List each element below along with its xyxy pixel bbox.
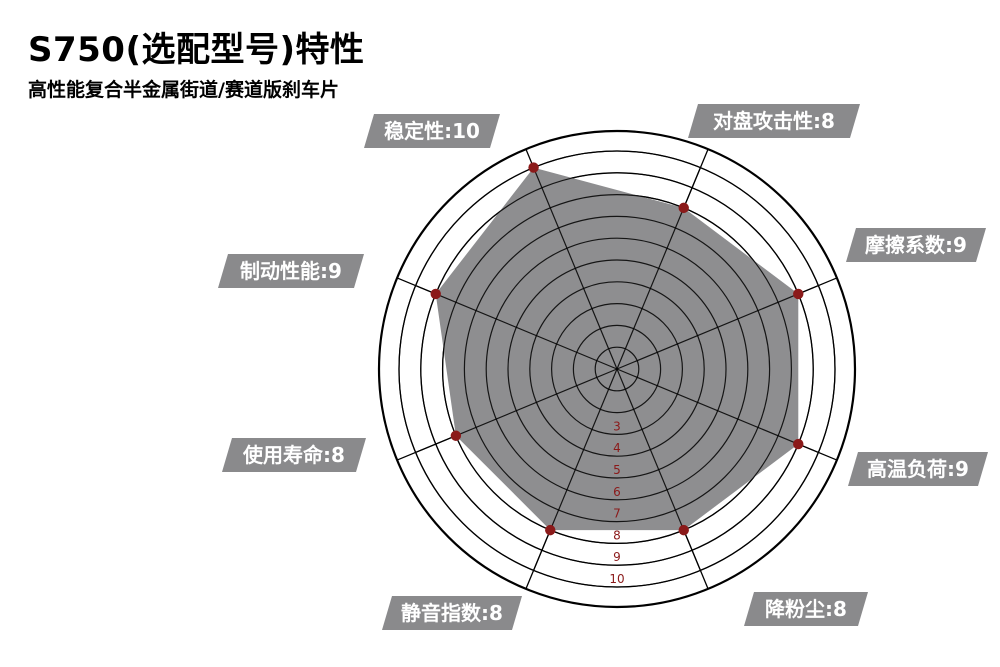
data-point-2	[793, 288, 804, 300]
category-label-text: 静音指数:8	[401, 601, 503, 625]
category-label-text: 对盘攻击性:8	[713, 109, 835, 133]
tick-label-7: 7	[613, 507, 621, 521]
overlay-spoke-7	[415, 285, 618, 370]
overlay-ring-1	[594, 346, 640, 392]
overlay-ring-8	[442, 194, 792, 544]
overlay-ring-6	[485, 237, 749, 501]
data-point-8	[528, 162, 539, 173]
category-label-2: 摩擦系数:9	[846, 228, 986, 262]
overlay-ring-7	[463, 215, 771, 523]
overlay-spoke-4	[616, 368, 701, 571]
category-label-8: 稳定性:10	[364, 114, 500, 148]
tick-labels: 3 4 5 6 7 8 9 10	[609, 419, 624, 586]
overlay-spoke-5	[533, 368, 618, 571]
data-point-6	[450, 430, 462, 441]
category-label-1: 对盘攻击性:8	[688, 104, 860, 138]
category-label-text: 高温负荷:9	[867, 457, 969, 481]
tick-label-10: 10	[609, 572, 624, 586]
category-label-bg	[846, 228, 986, 262]
chart-subtitle: 高性能复合半金属街道/赛道版刹车片	[28, 79, 339, 101]
category-label-text: 制动性能:9	[240, 259, 342, 283]
category-label-text: 使用寿命:8	[242, 443, 345, 467]
category-label-text: 降粉尘:8	[765, 597, 847, 621]
overlay-ring-4	[529, 281, 705, 457]
tick-label-8: 8	[613, 528, 621, 542]
category-label-4: 降粉尘:8	[744, 592, 868, 626]
tick-label-5: 5	[613, 463, 621, 477]
category-label-bg	[218, 254, 364, 288]
overlay-spoke-8	[533, 167, 618, 370]
tick-label-4: 4	[613, 441, 621, 455]
category-label-bg	[744, 592, 868, 626]
overlay-spoke-2	[616, 285, 819, 370]
tick-label-9: 9	[613, 550, 621, 564]
data-area	[435, 167, 799, 531]
overlay-spoke-1	[616, 167, 701, 370]
category-label-bg	[848, 452, 988, 486]
outer-circle	[377, 129, 857, 609]
data-point-5	[545, 524, 556, 536]
overlay-spoke-6	[415, 368, 618, 453]
chart-title: S750(选配型号)特性	[28, 30, 365, 70]
data-point-4	[678, 524, 689, 536]
overlay-ring-5	[507, 259, 727, 479]
category-label-bg	[688, 104, 860, 138]
category-label-5: 静音指数:8	[382, 596, 522, 630]
overlay-ring-2	[572, 324, 662, 414]
overlay-ring-9	[420, 172, 814, 566]
data-point-7	[430, 288, 441, 300]
overlay-ring-10	[398, 150, 836, 588]
overlay-ring-3	[550, 303, 683, 436]
data-point-3	[793, 438, 804, 450]
category-label-3: 高温负荷:9	[848, 452, 988, 486]
data-point-1	[678, 202, 689, 214]
category-label-bg	[364, 114, 500, 148]
category-label-bg	[222, 438, 366, 472]
inner-grid-overlay	[398, 150, 836, 588]
category-label-bg	[382, 596, 522, 630]
category-label-7: 制动性能:9	[218, 254, 364, 288]
category-label-text: 稳定性:10	[384, 119, 480, 143]
category-label-6: 使用寿命:8	[222, 438, 366, 472]
data-polygon	[435, 167, 799, 531]
category-label-text: 摩擦系数:9	[865, 233, 967, 257]
tick-label-6: 6	[613, 485, 621, 499]
category-labels: 对盘攻击性:8 摩擦系数:9 高温负荷:9 降粉尘:8 静音指数:8 使用寿命:8 制动性能…	[218, 104, 988, 630]
data-markers	[430, 162, 804, 536]
tick-label-3: 3	[613, 419, 621, 433]
overlay-spoke-3	[616, 368, 819, 453]
